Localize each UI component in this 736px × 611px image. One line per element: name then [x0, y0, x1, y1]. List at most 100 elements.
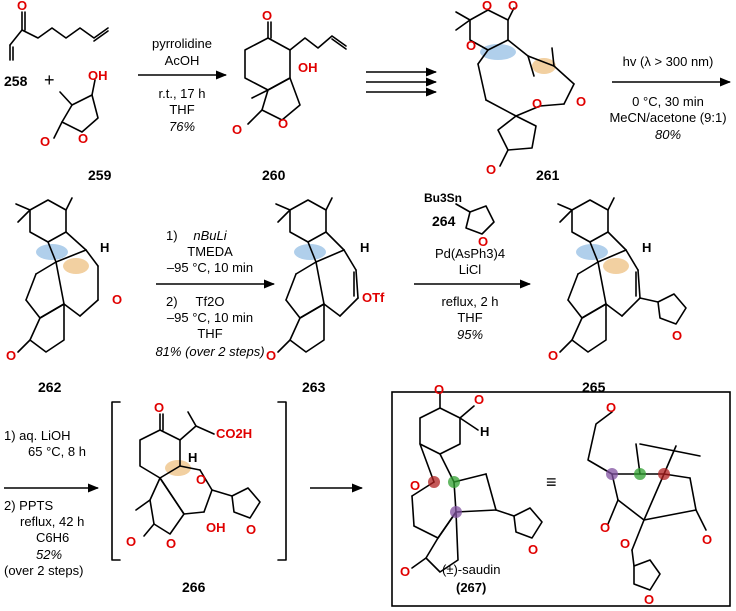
step5-solvent: THF: [457, 310, 482, 325]
atom-o-267a: O: [434, 382, 444, 397]
label-266: 266: [182, 579, 206, 595]
intermediate-brackets: [111, 401, 287, 561]
atom-o-267h: O: [702, 532, 712, 547]
atom-h-265: H: [642, 240, 651, 255]
atom-o-266-furan: O: [246, 522, 256, 537]
structure-261: [455, 7, 575, 167]
step3-conditions-1: hv (λ > 300 nm): [623, 54, 714, 69]
atom-h-266: H: [188, 450, 197, 465]
atom-oh-260: OH: [298, 60, 318, 75]
atom-o-266c: O: [126, 534, 136, 549]
step4-reagent-1: nBuLi: [193, 228, 227, 243]
step6-note: (over 2 steps): [4, 563, 83, 578]
atom-o-261a: O: [482, 0, 492, 13]
step4-conditions-1: –95 °C, 10 min: [167, 260, 253, 275]
atom-oh-259: OH: [88, 68, 108, 83]
atom-o-259a: O: [40, 134, 50, 149]
step3-solvent: MeCN/acetone (9:1): [609, 110, 726, 125]
highlight-orange-261: [532, 58, 556, 74]
marker-red-267a: [428, 476, 440, 488]
atom-o-267b: O: [474, 392, 484, 407]
step1-reagent-2: AcOH: [165, 53, 200, 68]
atom-o-260b: O: [232, 122, 242, 137]
step5-additive: LiCl: [459, 262, 482, 277]
atom-o-266b: O: [196, 472, 206, 487]
atom-o-263: O: [266, 348, 276, 363]
step3-conditions-2: 0 °C, 30 min: [632, 94, 704, 109]
atom-o-267c: O: [410, 478, 420, 493]
atom-o-259b: O: [78, 131, 88, 146]
structure-258: [9, 11, 109, 61]
step6-reagent-2: 2) PPTS: [4, 498, 53, 513]
label-263: 263: [302, 379, 326, 395]
step6-conditions-2: reflux, 42 h: [20, 514, 84, 529]
atom-o-265-furan: O: [672, 328, 682, 343]
atom-oh-266: OH: [206, 520, 226, 535]
label-261: 261: [536, 167, 560, 183]
step6-yield: 52%: [36, 547, 62, 562]
atom-o-261b: O: [466, 38, 476, 53]
structure-262: [15, 197, 99, 353]
atom-o-267e: O: [606, 400, 616, 415]
structure-266: [135, 411, 261, 537]
step1-conditions-1: r.t., 17 h: [159, 86, 206, 101]
atom-o-267f: O: [600, 520, 610, 535]
highlight-blue-261: [480, 44, 516, 60]
marker-green-267a: [448, 476, 460, 488]
step4-number-1: 1): [166, 228, 178, 243]
structure-265: [557, 197, 687, 353]
label-265: 265: [582, 379, 606, 395]
step4-conditions-2: –95 °C, 10 min: [167, 310, 253, 325]
step6-reagent-1: 1) aq. LiOH: [4, 428, 70, 443]
step1-reagent-1: pyrrolidine: [152, 36, 212, 51]
atom-o-260c: O: [278, 116, 288, 131]
atom-o-265: O: [548, 348, 558, 363]
atom-o-267-furan-b: O: [644, 592, 654, 607]
label-264: 264: [432, 213, 456, 229]
atom-o-266d: O: [166, 536, 176, 551]
equivalence-sign: ≡: [546, 472, 557, 492]
saudin-box: [391, 391, 731, 607]
label-267: (267): [456, 580, 486, 595]
atom-h-262: H: [100, 240, 109, 255]
step4-yield: 81% (over 2 steps): [155, 344, 264, 359]
label-262: 262: [38, 379, 62, 395]
atom-o-266a: O: [154, 400, 164, 415]
atom-o-261d: O: [532, 96, 542, 111]
atom-o-260a: O: [262, 8, 272, 23]
marker-green-267b: [634, 468, 646, 480]
step5-catalyst: Pd(AsPh3)4: [435, 246, 505, 261]
reagent-bu3sn: Bu3Sn: [424, 191, 462, 205]
atom-co2h-266: CO2H: [216, 426, 252, 441]
atom-o-258: O: [17, 0, 27, 13]
structure-259: [53, 79, 99, 139]
structure-263: [275, 197, 359, 353]
label-260: 260: [262, 167, 286, 183]
step3-yield: 80%: [655, 127, 681, 142]
step5-conditions: reflux, 2 h: [441, 294, 498, 309]
atom-h-263: H: [360, 240, 369, 255]
marker-purple-267b: [606, 468, 618, 480]
atom-otf-263: OTf: [362, 290, 385, 305]
step5-yield: 95%: [457, 327, 483, 342]
atom-h-267: H: [480, 424, 489, 439]
atom-o-262b: O: [6, 348, 16, 363]
atom-o-261c: O: [508, 0, 518, 13]
structure-260: [244, 21, 347, 125]
structure-267-3d: [587, 411, 707, 591]
atom-o-267d: O: [400, 564, 410, 579]
furan-264: [455, 203, 495, 235]
step4-reagent-2: TMEDA: [187, 244, 233, 259]
marker-red-267b: [658, 468, 670, 480]
atom-o-262a: O: [112, 292, 122, 307]
label-saudin: (±)-saudin: [442, 562, 500, 577]
step4-number-2: 2): [166, 294, 178, 309]
step4-reagent-3: Tf2O: [196, 294, 225, 309]
multistep-arrows: [366, 67, 438, 97]
atom-o-267g: O: [620, 536, 630, 551]
atom-o-264: O: [478, 234, 488, 249]
marker-purple-267a: [450, 506, 462, 518]
step6-conditions-1: 65 °C, 8 h: [28, 444, 86, 459]
